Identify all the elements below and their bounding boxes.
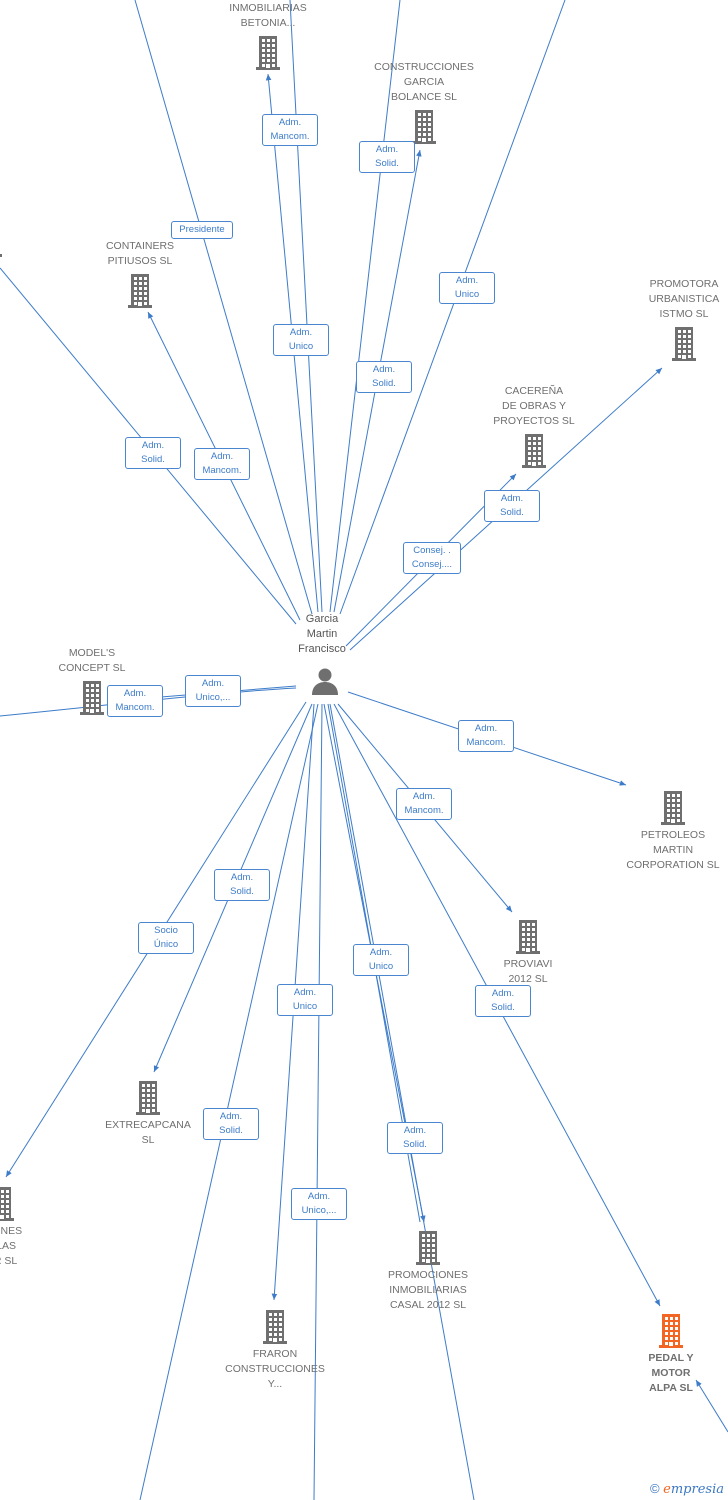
edge-bottom-right-offscreen (329, 703, 475, 1500)
role-label-containers[interactable]: Adm. Mancom. (194, 448, 250, 480)
role-label-istmo-unico[interactable]: Adm. Unico (439, 272, 495, 304)
building-icon[interactable] (670, 326, 698, 362)
role-label-models-mancom[interactable]: Adm. Mancom. (107, 685, 163, 717)
role-label-bottom-unico[interactable]: Adm. Unico,... (291, 1188, 347, 1220)
edge-top-mid-offscreen (289, 0, 323, 613)
role-label-casal-unico[interactable]: Adm. Unico (353, 944, 409, 976)
building-icon[interactable] (78, 680, 106, 716)
role-label-pedal[interactable]: Adm. Solid. (475, 985, 531, 1017)
role-label-presidente[interactable]: Presidente (171, 221, 233, 239)
company-name[interactable]: CONTAINERS PITIUSOS SL (105, 240, 175, 267)
role-label-petroleos[interactable]: Adm. Mancom. (458, 720, 514, 752)
building-icon[interactable] (0, 222, 4, 258)
role-label-extrecapcana[interactable]: Adm. Solid. (214, 869, 270, 901)
building-icon[interactable] (254, 35, 282, 71)
center-person-name: Garcia Martin Francisco (298, 613, 346, 655)
edge-bottom-left-offscreen (139, 703, 319, 1500)
edge-top-right-offscreen (329, 0, 401, 613)
role-label-upper-unico[interactable]: Adm. Unico (273, 324, 329, 356)
building-icon[interactable] (0, 1186, 16, 1222)
role-label-socio[interactable]: Socio Único (138, 922, 194, 954)
building-icon[interactable] (514, 919, 542, 955)
building-icon[interactable] (134, 1080, 162, 1116)
edge-top-left-offscreen (134, 0, 313, 615)
company-name[interactable]: PEDAL Y MOTOR ALPA SL (648, 1352, 694, 1394)
role-label-bottom-solid[interactable]: Adm. Solid. (203, 1108, 259, 1140)
edge-pedal-external (695, 1379, 728, 1433)
company-name[interactable]: FRARON CONSTRUCCIONES Y... (225, 1348, 325, 1390)
company-name[interactable]: CACEREÑA DE OBRAS Y PROYECTOS SL (493, 385, 575, 427)
role-label-cacerena[interactable]: Adm. Solid. (484, 490, 540, 522)
role-label-bolance-a[interactable]: Adm. Solid. (359, 141, 415, 173)
company-name[interactable]: CONSTRUCCIONES GARCIA BOLANCE SL (374, 61, 474, 103)
company-name[interactable]: PROMOCIONES INMOBILIARIAS CASAL 2012 SL (388, 1269, 468, 1311)
person-icon[interactable] (310, 666, 340, 696)
company-name[interactable]: CIONES OLAS AR SL (0, 1225, 23, 1267)
company-name[interactable]: INMOBILIARIAS BETONIA... (229, 2, 307, 29)
role-label-models-unico[interactable]: Adm. Unico,... (185, 675, 241, 707)
company-name[interactable]: PROMOTORA URBANISTICA ISTMO SL (648, 278, 720, 320)
role-label-bolance-b[interactable]: Adm. Solid. (356, 361, 412, 393)
building-icon[interactable] (126, 273, 154, 309)
building-icon[interactable] (261, 1309, 289, 1345)
empresia-watermark: © empresia (650, 1481, 724, 1497)
company-name[interactable]: S SL (0, 188, 60, 218)
company-name[interactable]: PETROLEOS MARTIN CORPORATION SL (626, 829, 720, 871)
role-label-consej[interactable]: Consej. . Consej.... (403, 542, 461, 574)
copyright-symbol: © (649, 1481, 660, 1496)
role-label-left-solid[interactable]: Adm. Solid. (125, 437, 181, 469)
building-icon[interactable] (657, 1313, 685, 1349)
company-name[interactable]: PROVIAVI 2012 SL (503, 958, 553, 985)
building-icon[interactable] (410, 109, 438, 145)
company-name[interactable]: MODEL'S CONCEPT SL (58, 647, 126, 674)
role-label-betonia[interactable]: Adm. Mancom. (262, 114, 318, 146)
role-label-proviavi[interactable]: Adm. Mancom. (396, 788, 452, 820)
role-label-fraron[interactable]: Adm. Unico (277, 984, 333, 1016)
edge-bottom-mid-offscreen (313, 703, 323, 1500)
building-icon[interactable] (414, 1230, 442, 1266)
building-icon[interactable] (659, 790, 687, 826)
edge-models-left (0, 687, 297, 717)
edge-istmo-unico-offscreen (339, 0, 566, 615)
role-label-casal-solid[interactable]: Adm. Solid. (387, 1122, 443, 1154)
empresia-logo: empresia (663, 1482, 724, 1497)
company-name[interactable]: EXTRECAPCANA SL (105, 1119, 191, 1146)
building-icon[interactable] (520, 433, 548, 469)
